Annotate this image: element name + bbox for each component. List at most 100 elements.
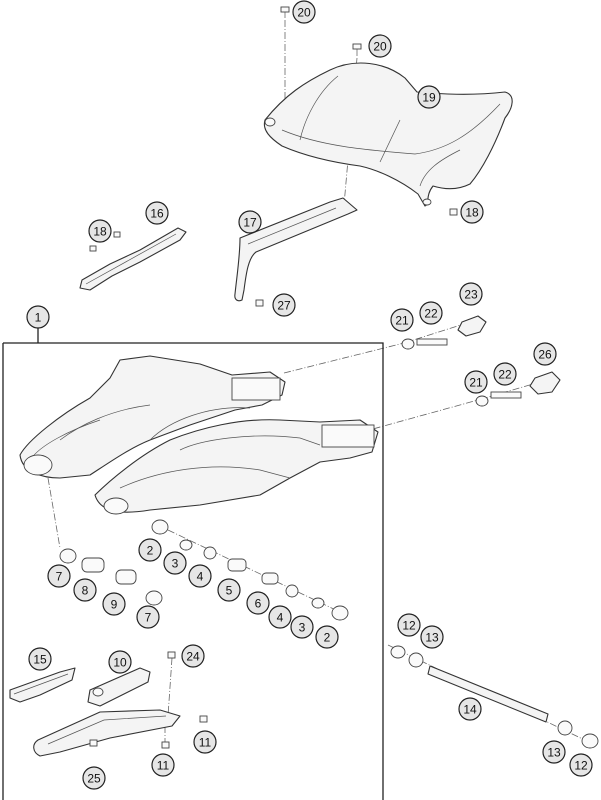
callout-circle xyxy=(88,219,112,243)
callout-number: 12 xyxy=(574,759,588,773)
callout-4a: 4 xyxy=(188,564,212,588)
adjuster-bolt-lower xyxy=(475,371,561,407)
callout-circle xyxy=(458,697,482,721)
screws-sliders xyxy=(89,651,208,749)
callout-number: 20 xyxy=(297,6,311,20)
callout-number: 10 xyxy=(113,656,127,670)
callout-circle xyxy=(464,370,488,394)
chain-slider-10 xyxy=(87,667,151,707)
callout-25: 25 xyxy=(82,766,106,790)
callout-3a: 3 xyxy=(163,551,187,575)
callout-circle xyxy=(292,0,316,24)
callout-number: 13 xyxy=(425,631,439,645)
callout-22a: 22 xyxy=(419,301,443,325)
callout-number: 16 xyxy=(150,207,164,221)
callout-circle xyxy=(145,201,169,225)
screw-18-right xyxy=(449,208,458,216)
callout-number: 7 xyxy=(145,611,152,625)
callout-number: 4 xyxy=(277,611,284,625)
callout-number: 5 xyxy=(226,584,233,598)
callout-circle xyxy=(238,210,262,234)
callout-number: 17 xyxy=(243,216,257,230)
callout-21a: 21 xyxy=(390,308,414,332)
callout-20a: 20 xyxy=(292,0,316,24)
callout-number: 12 xyxy=(402,619,416,633)
callout-7b: 7 xyxy=(136,605,160,629)
callout-20b: 20 xyxy=(368,34,392,58)
callout-circle xyxy=(569,753,593,777)
callout-circle xyxy=(290,615,314,639)
callout-3b: 3 xyxy=(290,615,314,639)
callout-number: 24 xyxy=(186,650,200,664)
callout-22b: 22 xyxy=(493,362,517,386)
callout-27: 27 xyxy=(272,293,296,317)
callout-number: 25 xyxy=(87,772,101,786)
callout-circle xyxy=(188,564,212,588)
callout-circle xyxy=(28,647,52,671)
callout-circle xyxy=(163,551,187,575)
callout-12b: 12 xyxy=(569,753,593,777)
callout-18b: 18 xyxy=(460,200,484,224)
callout-circle xyxy=(420,625,444,649)
callout-number: 27 xyxy=(277,299,291,313)
callout-number: 3 xyxy=(172,557,179,571)
callout-number: 21 xyxy=(469,376,483,390)
callout-circle xyxy=(82,766,106,790)
callout-circle xyxy=(47,564,71,588)
callout-4b: 4 xyxy=(268,605,292,629)
callout-circle xyxy=(417,85,441,109)
callout-7a: 7 xyxy=(47,564,71,588)
callout-number: 20 xyxy=(373,40,387,54)
callout-11a: 11 xyxy=(193,730,217,754)
callout-14: 14 xyxy=(458,697,482,721)
callout-circle xyxy=(272,293,296,317)
callout-circle xyxy=(368,34,392,58)
callout-circle xyxy=(246,591,270,615)
callout-circle xyxy=(217,578,241,602)
callout-circle xyxy=(542,740,566,764)
swingarm-group-frame xyxy=(2,342,384,800)
callout-circle xyxy=(268,605,292,629)
callout-10: 10 xyxy=(108,650,132,674)
callout-number: 18 xyxy=(93,225,107,239)
callout-1: 1 xyxy=(26,305,50,329)
callout-23: 23 xyxy=(459,282,483,306)
callout-circle xyxy=(136,605,160,629)
callout-24: 24 xyxy=(181,644,205,668)
callout-19: 19 xyxy=(417,85,441,109)
callout-circle xyxy=(193,730,217,754)
callout-number: 1 xyxy=(35,311,42,325)
callout-21b: 21 xyxy=(464,370,488,394)
callout-9: 9 xyxy=(102,592,126,616)
callout-17: 17 xyxy=(238,210,262,234)
pivot-shaft xyxy=(390,645,599,749)
callout-13b: 13 xyxy=(542,740,566,764)
bearing-stack-right xyxy=(151,519,349,621)
callout-number: 2 xyxy=(324,631,331,645)
callout-2a: 2 xyxy=(138,538,162,562)
callout-circle xyxy=(26,305,50,329)
callout-circle xyxy=(138,538,162,562)
callout-number: 9 xyxy=(111,598,118,612)
chain-guard-bracket xyxy=(234,197,358,302)
callout-circle xyxy=(108,650,132,674)
callout-number: 19 xyxy=(422,91,436,105)
chain-slider-15 xyxy=(9,667,76,703)
callout-13a: 13 xyxy=(420,625,444,649)
callout-16: 16 xyxy=(145,201,169,225)
callout-circle xyxy=(151,753,175,777)
screw-27 xyxy=(255,299,264,307)
callout-number: 2 xyxy=(147,544,154,558)
callout-18a: 18 xyxy=(88,219,112,243)
callout-number: 8 xyxy=(82,584,89,598)
callout-circle xyxy=(397,613,421,637)
callout-2b: 2 xyxy=(315,625,339,649)
callout-number: 26 xyxy=(538,348,552,362)
callout-number: 15 xyxy=(33,653,47,667)
callout-circle xyxy=(390,308,414,332)
callout-circle xyxy=(73,578,97,602)
callout-number: 13 xyxy=(547,746,561,760)
callout-circle xyxy=(493,362,517,386)
callout-number: 21 xyxy=(395,314,409,328)
